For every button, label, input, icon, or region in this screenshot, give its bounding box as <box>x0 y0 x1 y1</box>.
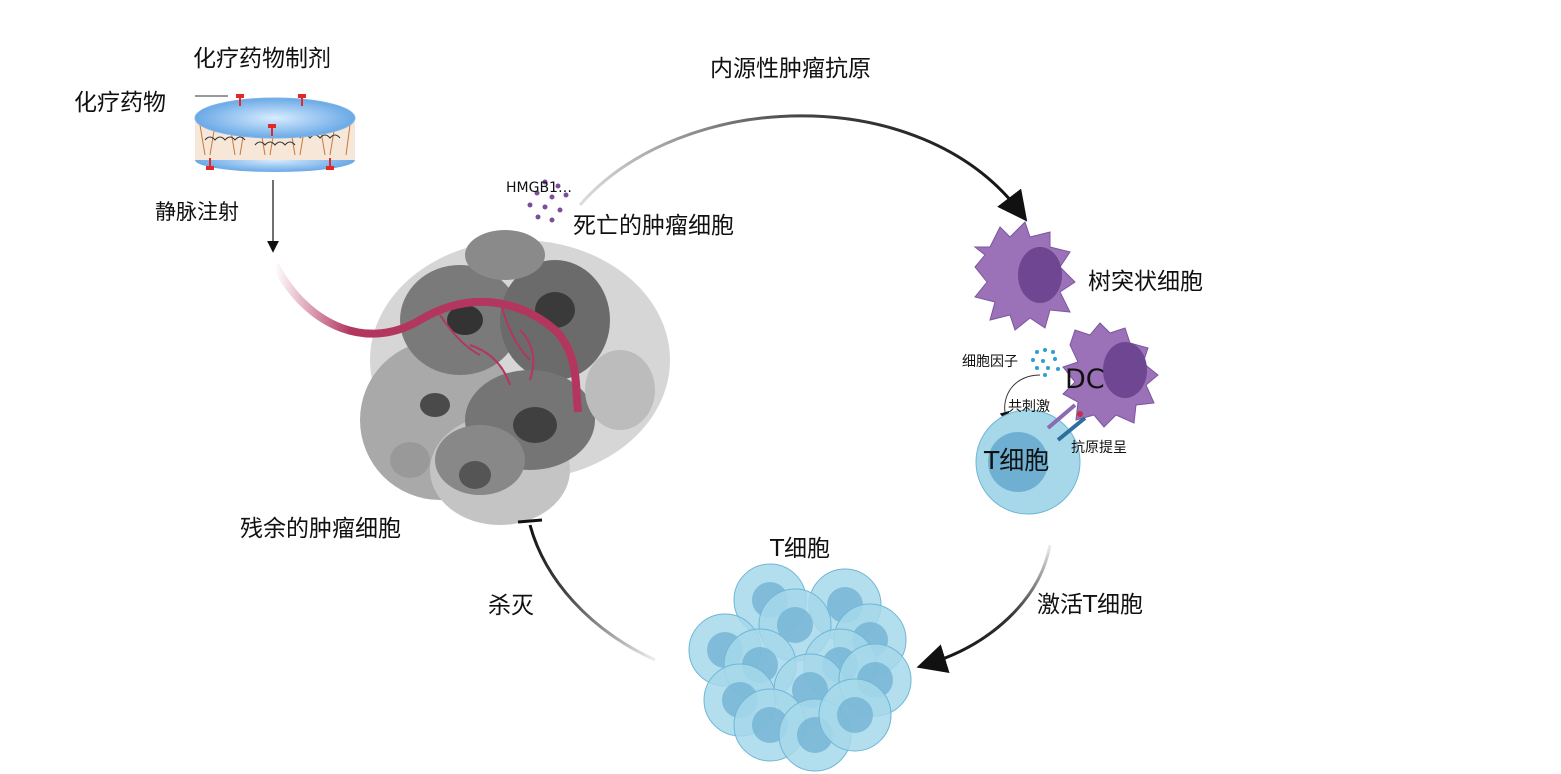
receptor-icon <box>1046 403 1087 442</box>
hmgb1-label: HMGB1… <box>506 180 572 196</box>
dead-tumor-label: 死亡的肿瘤细胞 <box>573 213 734 239</box>
t-cell-label: T细胞 <box>984 446 1050 475</box>
endogenous-antigen-label: 内源性肿瘤抗原 <box>710 56 871 82</box>
tumor-cells-icon <box>360 230 670 525</box>
iv-injection-label: 静脉注射 <box>155 200 239 224</box>
nanodisc-icon <box>194 94 356 172</box>
cytokine-label: 细胞因子 <box>962 354 1018 370</box>
costimulation-label: 共刺激 <box>1008 399 1050 415</box>
dc-label: DC <box>1065 364 1105 395</box>
t-cell-nucleus <box>777 607 813 643</box>
activate-arrow <box>916 544 1052 674</box>
hmgb1-dots <box>527 179 569 223</box>
dendritic-cell-icon <box>973 221 1076 331</box>
dc-cell-icon <box>1062 322 1159 428</box>
t-cell-cluster-icon <box>688 563 912 772</box>
antigen-arrow <box>578 114 1028 222</box>
activate-t-cell-label: 激活T细胞 <box>1037 592 1144 618</box>
residual-tumor-label: 残余的肿瘤细胞 <box>240 516 401 542</box>
t-cell-nucleus <box>837 697 873 733</box>
blood-vessel <box>271 263 582 413</box>
antigen-presentation-label: 抗原提呈 <box>1071 440 1127 456</box>
formulation-label: 化疗药物制剂 <box>193 46 331 72</box>
t-cell-icon <box>975 409 1081 515</box>
kill-arrow <box>528 524 656 662</box>
drug-label: 化疗药物 <box>74 90 166 116</box>
dendritic-cell-label: 树突状细胞 <box>1088 269 1203 295</box>
kill-label: 杀灭 <box>488 593 534 619</box>
t-cell-cluster-label: T细胞 <box>770 536 831 562</box>
cytokine-dots <box>1031 348 1060 377</box>
